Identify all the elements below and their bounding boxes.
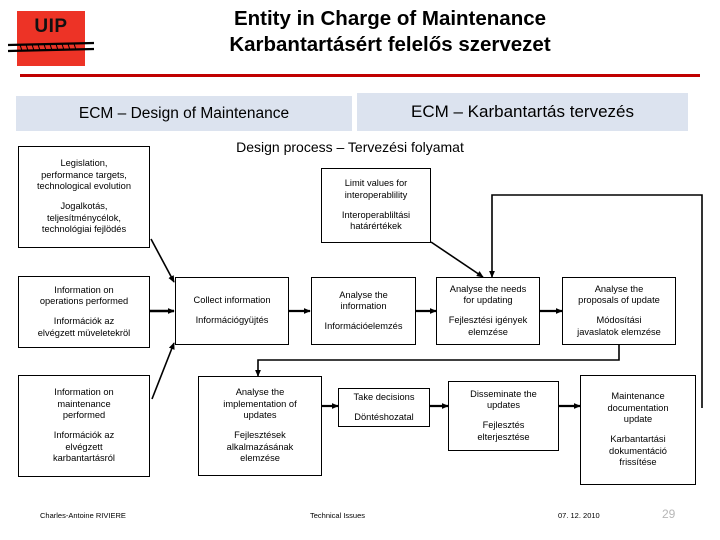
box-legislation: Legislation, performance targets, techno… [18, 146, 150, 248]
box-analyse-needs-en: Analyse the needs for updating [449, 283, 527, 306]
box-info-maintenance-hu: Információk az elvégzett karbantartásról [52, 430, 115, 464]
bar-karbantartas-tervezes: ECM – Karbantartás tervezés [357, 93, 688, 131]
box-info-maintenance-en: Information on maintenance performed [54, 387, 114, 421]
bar-left-label: ECM – Design of Maintenance [78, 104, 290, 122]
arrow-limit-values-to-needs [430, 241, 484, 278]
box-analyse-information-en: Analyse the information [339, 289, 388, 312]
footer-topic: Technical Issues [310, 511, 366, 520]
box-collect-information-en: Collect information [193, 295, 271, 306]
arrow-maintenance-to-collect [151, 342, 175, 400]
title-line-hu: Karbantartásért felelős szervezet [229, 33, 551, 56]
box-analyse-proposals: Analyse the proposals of update Módosítá… [562, 277, 676, 345]
box-analyse-needs-hu: Fejlesztési igények elemzése [448, 315, 528, 337]
box-analyse-proposals-hu: Módosítási javaslatok elemzése [577, 315, 661, 337]
box-collect-information-hu: Információgyüjtés [195, 315, 269, 325]
box-info-operations: Information on operations performed Info… [18, 276, 150, 348]
box-limit-values-en: Limit values for interoperablility [344, 178, 408, 200]
box-maintenance-doc-update-en: Maintenance documentation update [607, 391, 669, 425]
footer-page-number: 29 [662, 507, 676, 521]
box-disseminate-updates-hu: Fejlesztés elterjesztése [477, 420, 530, 442]
box-analyse-implementation: Analyse the implementation of updates Fe… [198, 376, 322, 476]
box-maintenance-doc-update: Maintenance documentation update Karbant… [580, 375, 696, 485]
footer-date: 07. 12. 2010 [558, 511, 600, 520]
page-title: Entity in Charge of Maintenance Karbanta… [120, 6, 660, 58]
box-analyse-needs: Analyse the needs for updating Fejleszté… [436, 277, 540, 345]
box-info-operations-hu: Információk az elvégzett müveletekröl [37, 316, 131, 338]
logo-text: UIP [34, 16, 68, 37]
title-divider [20, 74, 700, 77]
box-legislation-hu: Jogalkotás, teljesítménycélok, technológ… [41, 201, 127, 235]
box-disseminate-updates-en: Disseminate the updates [470, 388, 537, 411]
box-maintenance-doc-update-hu: Karbantartási dokumentáció frissítése [609, 434, 667, 468]
arrow-proposals-to-implementation [255, 345, 620, 377]
box-limit-values-hu: Interoperabliltási határértékek [341, 209, 411, 232]
section-caption: Design process – Tervezési folyamat [236, 139, 464, 155]
box-analyse-implementation-hu: Fejlesztések alkalmazásának elemzése [226, 430, 294, 464]
box-info-operations-en: Information on operations performed [39, 284, 129, 307]
box-collect-information: Collect information Információgyüjtés [175, 277, 289, 345]
title-line-en: Entity in Charge of Maintenance [233, 7, 547, 30]
bar-right-label: ECM – Karbantartás tervezés [411, 102, 634, 121]
box-take-decisions-hu: Döntéshozatal [354, 411, 414, 422]
box-analyse-information: Analyse the information Információelemzé… [311, 277, 416, 345]
box-analyse-implementation-en: Analyse the implementation of updates [223, 387, 297, 421]
logo-red-square [17, 11, 85, 66]
railway-track-icon [7, 41, 95, 53]
uip-logo: UIP [7, 11, 95, 66]
box-analyse-proposals-en: Analyse the proposals of update [578, 283, 660, 306]
box-legislation-en: Legislation, performance targets, techno… [36, 158, 132, 192]
box-take-decisions-en: Take decisions [353, 391, 415, 402]
box-analyse-information-hu: Információelemzés [324, 320, 403, 331]
box-info-maintenance: Information on maintenance performed Inf… [18, 375, 150, 477]
arrow-legislation-to-collect [150, 238, 175, 283]
box-take-decisions: Take decisions Döntéshozatal [338, 388, 430, 427]
box-limit-values: Limit values for interoperablility Inter… [321, 168, 431, 243]
box-disseminate-updates: Disseminate the updates Fejlesztés elter… [448, 381, 559, 451]
footer-author: Charles-Antoine RIVIERE [40, 511, 126, 520]
bar-design-of-maintenance: ECM – Design of Maintenance [16, 96, 352, 131]
